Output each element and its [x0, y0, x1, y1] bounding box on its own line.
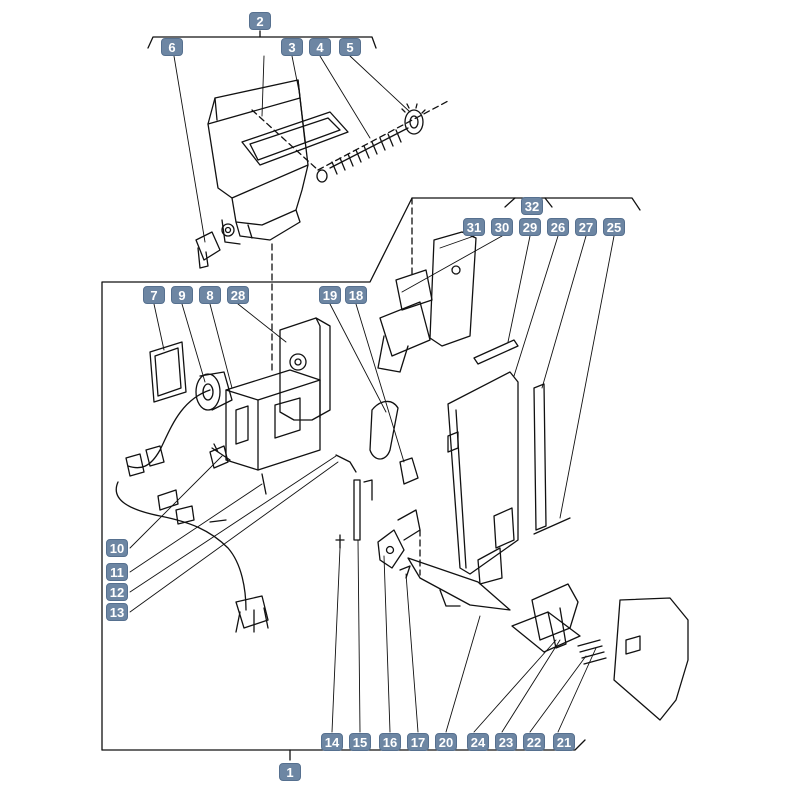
callout-4[interactable]: 4 [309, 38, 331, 56]
motor-part [195, 371, 233, 411]
spring-clip-part [577, 639, 607, 665]
hopper-part [207, 79, 309, 245]
callout-22[interactable]: 22 [523, 733, 545, 751]
callout-17[interactable]: 17 [407, 733, 429, 751]
callout-10[interactable]: 10 [106, 539, 128, 557]
callout-2[interactable]: 2 [249, 12, 271, 30]
callout-18[interactable]: 18 [345, 286, 367, 304]
small-spring-part [399, 565, 411, 579]
callout-16[interactable]: 16 [379, 733, 401, 751]
callout-7[interactable]: 7 [143, 286, 165, 304]
auger-spring-part [316, 127, 409, 183]
wire-harness-part [115, 389, 269, 633]
callout-25[interactable]: 25 [603, 218, 625, 236]
callout-32[interactable]: 32 [521, 197, 543, 215]
callout-27[interactable]: 27 [575, 218, 597, 236]
callout-8[interactable]: 8 [199, 286, 221, 304]
callout-1[interactable]: 1 [279, 763, 301, 781]
callout-21[interactable]: 21 [553, 733, 575, 751]
long-pin-part [533, 517, 571, 535]
pin-parts [335, 479, 373, 549]
callout-3[interactable]: 3 [281, 38, 303, 56]
screw-parts [209, 443, 357, 523]
callout-28[interactable]: 28 [227, 286, 249, 304]
callout-30[interactable]: 30 [491, 218, 513, 236]
motor-housing-part [225, 369, 321, 471]
cam-part [377, 509, 421, 569]
callout-19[interactable]: 19 [319, 286, 341, 304]
hopper-lid-part [241, 111, 349, 166]
callout-15[interactable]: 15 [349, 733, 371, 751]
leader-lines [129, 55, 615, 733]
callout-29[interactable]: 29 [519, 218, 541, 236]
callout-26[interactable]: 26 [547, 218, 569, 236]
callout-24[interactable]: 24 [467, 733, 489, 751]
duct-part [369, 400, 419, 485]
rod-part [473, 339, 519, 365]
callout-5[interactable]: 5 [339, 38, 361, 56]
outlet-nozzle-part [195, 231, 221, 269]
latch-part [511, 583, 581, 653]
strip-part [533, 383, 547, 531]
callout-9[interactable]: 9 [171, 286, 193, 304]
control-module-part [377, 231, 477, 373]
callout-6[interactable]: 6 [161, 38, 183, 56]
gasket-part [149, 341, 187, 403]
drive-gear-part [401, 103, 426, 135]
door-part [613, 597, 689, 721]
mounting-plate-part [279, 317, 331, 421]
callout-14[interactable]: 14 [321, 733, 343, 751]
lever-part [407, 557, 511, 611]
main-panel-part [447, 371, 519, 585]
callout-20[interactable]: 20 [435, 733, 457, 751]
bracket-group-32 [504, 197, 553, 208]
callout-12[interactable]: 12 [106, 583, 128, 601]
guide-lines [251, 99, 451, 576]
bracket-group-2 [147, 30, 377, 49]
bracket-group-1 [101, 197, 641, 761]
callout-31[interactable]: 31 [463, 218, 485, 236]
callout-23[interactable]: 23 [495, 733, 517, 751]
callout-13[interactable]: 13 [106, 603, 128, 621]
callout-11[interactable]: 11 [106, 563, 128, 581]
